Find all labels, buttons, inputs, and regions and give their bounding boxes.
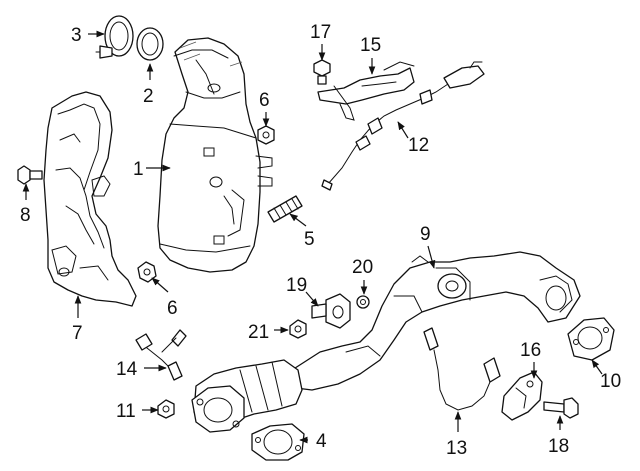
- callout-15: 15: [360, 35, 381, 56]
- callout-14: 14: [116, 359, 138, 380]
- heat-shield: [43, 91, 137, 307]
- callout-16: 16: [520, 340, 541, 361]
- bolt-left: [17, 165, 43, 185]
- callout-10: 10: [600, 371, 621, 392]
- callout-13: 13: [446, 438, 467, 459]
- bolt-top: [313, 59, 331, 85]
- callout-20: 20: [352, 257, 373, 278]
- nut-upper: [257, 125, 275, 145]
- outlet-gasket: [251, 423, 305, 461]
- leader-lines: [22, 30, 603, 444]
- sensor-fitting: [311, 293, 351, 329]
- callout-3: 3: [71, 25, 82, 46]
- callout-19: 19: [286, 275, 307, 296]
- catalytic-converter: [157, 37, 273, 273]
- callout-1: 1: [133, 159, 144, 180]
- nut-21: [289, 319, 307, 339]
- callout-11: 11: [116, 401, 136, 422]
- bolt-11: [157, 399, 175, 419]
- hanger-bracket: [501, 371, 543, 421]
- front-exhaust-pipe: [291, 251, 581, 391]
- callout-6-lower: 6: [167, 298, 178, 319]
- downstream-oxygen-sensor: [423, 327, 501, 411]
- callout-12: 12: [408, 135, 429, 156]
- flange-gasket: [567, 317, 615, 361]
- temperature-sensor: [135, 329, 187, 381]
- callout-8: 8: [20, 205, 31, 226]
- callout-2: 2: [143, 86, 154, 107]
- callout-6-upper: 6: [259, 90, 270, 111]
- callout-18: 18: [548, 436, 569, 457]
- callout-9: 9: [420, 224, 431, 245]
- sensor-bracket: [317, 61, 415, 121]
- callout-numbers: 1 2 3 4 5 6 6 7 8 9 10 11 12 13 14 15 16…: [20, 22, 621, 459]
- washer: [356, 295, 370, 309]
- downstream-catalytic-converter: [191, 359, 303, 433]
- upstream-oxygen-sensor: [321, 61, 485, 191]
- callout-7: 7: [72, 323, 83, 344]
- callout-17: 17: [310, 22, 331, 43]
- callout-4: 4: [316, 431, 327, 452]
- callout-21: 21: [248, 322, 269, 343]
- flex-stud: [267, 195, 303, 223]
- nut-lower: [137, 261, 157, 283]
- bolt-18: [543, 397, 579, 419]
- gasket-ring: [136, 27, 164, 61]
- callout-5: 5: [304, 229, 315, 250]
- clamp: [95, 15, 134, 59]
